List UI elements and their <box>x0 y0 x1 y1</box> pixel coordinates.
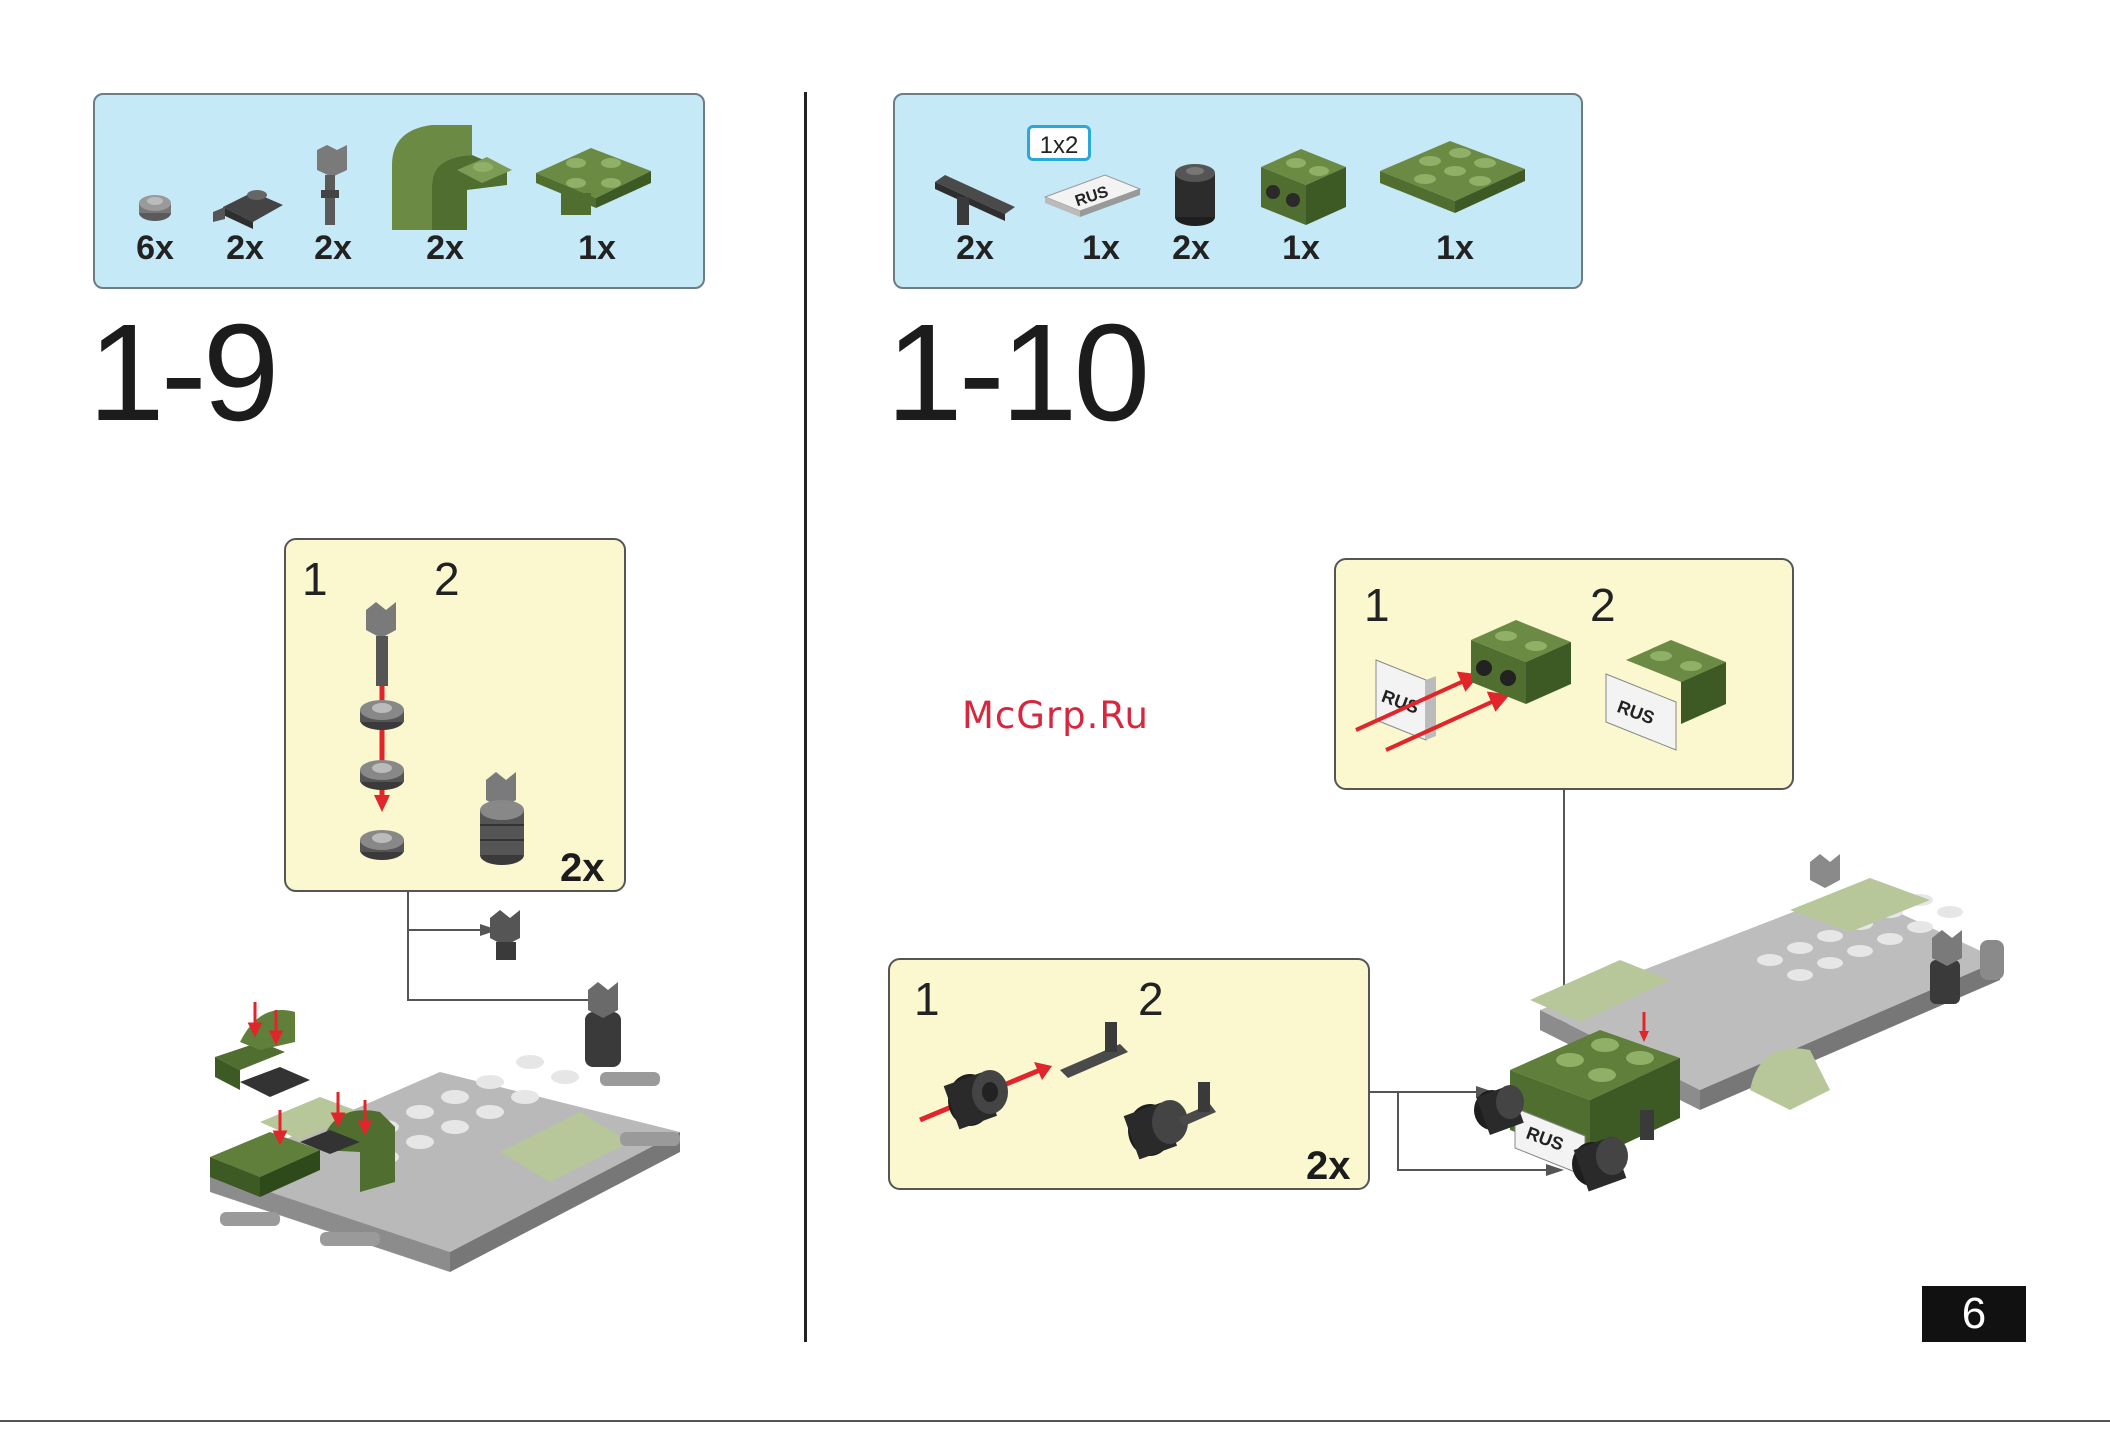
vehicle-chassis-illustration-step-1-10: RUS <box>1370 790 2010 1250</box>
page-number: 6 <box>1922 1286 2026 1342</box>
parts-list-step-1-10: 2x 1x2 RUS 1x 2x 1x 1x <box>893 93 1583 289</box>
wheel-axle-assembly-illustration <box>910 1020 1230 1180</box>
t-bar-icon <box>935 167 1025 227</box>
part-qty: 2x <box>293 229 373 268</box>
round-brick-icon <box>1173 159 1223 229</box>
vehicle-chassis-illustration-step-1-9 <box>200 892 700 1292</box>
part-qty: 1x <box>557 229 637 268</box>
part-qty: 2x <box>935 229 1015 268</box>
sub-assembly-callout: 1 2 <box>284 538 626 892</box>
arch-slope-icon <box>387 115 517 235</box>
rus-tile-icon: RUS <box>1045 167 1145 217</box>
part-qty: 2x <box>1151 229 1231 268</box>
parts-list-step-1-9: 6x 2x 2x 2x 1x <box>93 93 705 289</box>
page-divider <box>804 92 807 1342</box>
step-number: 1-9 <box>88 304 275 442</box>
part-qty: 6x <box>115 229 195 268</box>
watermark: McGrp.Ru <box>962 694 1149 737</box>
tile-size-label: 1x2 <box>1027 125 1091 161</box>
sub-step-label: 2 <box>1138 976 1164 1022</box>
bracket-plate-icon <box>1251 137 1361 227</box>
multiplier-label: 2x <box>560 846 605 891</box>
stack-assembly-illustration <box>346 600 606 880</box>
multiplier-label: 2x <box>1306 1144 1351 1189</box>
bottom-rule <box>0 1420 2110 1422</box>
sub-assembly-callout-top: 1 2 RUS RUS <box>1334 558 1794 790</box>
license-plate-assembly-illustration: RUS RUS <box>1356 620 1776 780</box>
part-qty: 1x <box>1415 229 1495 268</box>
sub-assembly-callout-bottom: 1 2 2x <box>888 958 1370 1190</box>
part-qty: 2x <box>405 229 485 268</box>
step-number: 1-10 <box>886 304 1146 442</box>
part-qty: 2x <box>205 229 285 268</box>
sub-step-label: 1 <box>914 976 940 1022</box>
part-qty: 1x <box>1061 229 1141 268</box>
plate-2x2-with-bracket-icon <box>531 123 661 223</box>
sub-step-label: 2 <box>434 556 460 602</box>
plate-2x3-icon <box>1375 131 1535 221</box>
part-qty: 1x <box>1261 229 1341 268</box>
bar-clip-icon <box>307 145 357 235</box>
clip-plate-icon <box>213 167 293 227</box>
round-plate-1x1-icon <box>135 185 185 225</box>
sub-step-label: 1 <box>302 556 328 602</box>
